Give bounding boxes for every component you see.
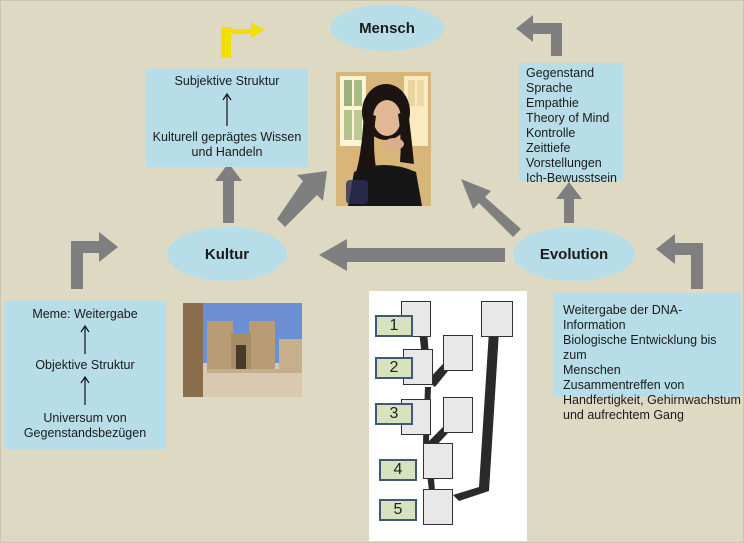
tree-number-2: 2 <box>375 357 413 379</box>
person-photo <box>336 72 431 206</box>
arrow-kultur-to-mensch <box>277 171 327 227</box>
cultural-knowledge-line2: und Handeln <box>191 145 263 159</box>
feature-item: Sprache <box>526 81 573 95</box>
skull-icon <box>443 397 473 433</box>
arrow-evolution-to-kultur <box>319 239 505 271</box>
feature-item: Gegenstand <box>526 66 595 80</box>
gray-bent-arrow-left <box>71 232 118 289</box>
meme-box: Meme: Weitergabe Objektive Struktur Univ… <box>4 301 166 449</box>
arrow-kultur-up <box>215 163 242 223</box>
skull-icon <box>423 443 453 479</box>
feature-item: Zeittiefe <box>526 141 571 155</box>
tree-number-label: 1 <box>389 317 399 334</box>
evolution-tree-image: 1 2 3 4 5 <box>369 291 527 541</box>
up-arrow-icon <box>80 375 90 405</box>
evolution-line: Biologische Entwicklung bis zum <box>563 333 717 362</box>
evolution-line: Menschen <box>563 363 621 377</box>
feature-item: Theory of Mind <box>526 111 610 125</box>
cultural-knowledge-line1: Kulturell geprägtes Wissen <box>152 130 302 144</box>
universe-line1: Universum von <box>43 411 127 425</box>
tree-number-4: 4 <box>379 459 417 481</box>
universe-line2: Gegenstandsbezügen <box>23 426 147 440</box>
arrow-evolution-up <box>556 182 582 223</box>
evolution-line: Weitergabe der DNA-Information <box>563 303 683 332</box>
tree-number-5: 5 <box>379 499 417 521</box>
arrow-evolution-to-mensch <box>461 179 521 237</box>
skull-icon <box>423 489 453 525</box>
evolution-line: Handfertigkeit, Gehirnwachstum <box>563 393 741 407</box>
objective-structure-label: Objektive Struktur <box>35 358 135 372</box>
evolution-label: Evolution <box>539 245 609 263</box>
kultur-label: Kultur <box>204 245 250 263</box>
skull-icon <box>481 301 513 337</box>
subjective-structure-box: Subjektive Struktur Kulturell geprägtes … <box>146 69 308 167</box>
feature-item: Empathie <box>526 96 579 110</box>
tree-number-label: 5 <box>393 501 403 518</box>
person-photo-image <box>336 72 431 206</box>
evolution-line: und aufrechtem Gang <box>563 408 684 422</box>
tree-number-1: 1 <box>375 315 413 337</box>
tree-number-label: 2 <box>389 359 399 376</box>
evolution-node: Evolution <box>513 227 635 281</box>
mensch-label: Mensch <box>359 19 415 37</box>
up-arrow-icon <box>80 324 90 354</box>
meme-label: Meme: Weitergabe <box>32 307 138 321</box>
up-arrow-icon <box>222 92 232 126</box>
feature-item: Kontrolle <box>526 126 576 140</box>
feature-item: Vorstellungen <box>526 156 602 170</box>
subjective-structure-label: Subjektive Struktur <box>174 74 280 88</box>
gray-bent-arrow-top-right <box>516 15 562 56</box>
mensch-node: Mensch <box>330 5 444 51</box>
tree-number-label: 3 <box>389 405 399 422</box>
kultur-node: Kultur <box>167 227 287 281</box>
temple-photo-image <box>183 303 302 397</box>
gray-bent-arrow-right <box>656 234 703 289</box>
tree-number-3: 3 <box>375 403 413 425</box>
temple-photo <box>183 303 302 397</box>
skull-icon <box>443 335 473 371</box>
feature-item: Ich-Bewusstsein <box>526 171 618 185</box>
evolution-description-box: Weitergabe der DNA-Information Biologisc… <box>553 293 741 422</box>
yellow-bent-arrow <box>221 22 265 58</box>
evolution-line: Zusammentreffen von <box>563 378 685 392</box>
mensch-features-box: Gegenstand Sprache Empathie Theory of Mi… <box>519 63 623 185</box>
tree-number-label: 4 <box>393 461 403 478</box>
